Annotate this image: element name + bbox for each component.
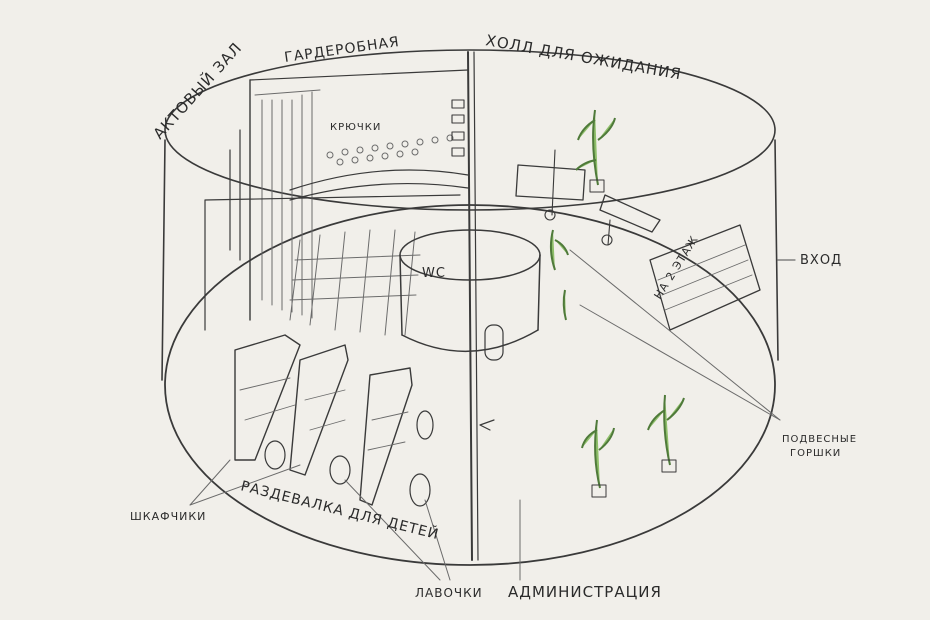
cloakroom-area xyxy=(229,69,469,321)
assembly-hall-label: АКТОВЫЙ ЗАЛ xyxy=(149,38,246,143)
hall-wall xyxy=(204,194,461,331)
hall-chairs xyxy=(289,229,421,336)
hooks-label: КРЮЧКИ xyxy=(330,122,381,133)
benches xyxy=(264,410,434,507)
hanging-pots-label-1: ПОДВЕСНЫЕ xyxy=(782,434,857,445)
hanging-pots-label-2: ГОРШКИ xyxy=(790,448,841,459)
waiting-hall-label: ХОЛЛ ДЛЯ ОЖИДАНИЯ xyxy=(484,31,683,83)
wc-label: WC xyxy=(422,266,446,281)
benches-label: ЛАВОЧКИ xyxy=(415,586,483,600)
administration-label: АДМИНИСТРАЦИЯ xyxy=(508,583,662,601)
waiting-sofas xyxy=(515,164,661,233)
floor-lamps xyxy=(544,149,613,246)
wc-room xyxy=(399,229,541,361)
lockers-label: ШКАФЧИКИ xyxy=(130,510,206,523)
stairs xyxy=(649,224,761,331)
lockers xyxy=(234,334,413,506)
potted-plants xyxy=(549,109,685,498)
cloakroom-label: ГАРДЕРОБНАЯ xyxy=(283,34,400,66)
leader-lines xyxy=(189,249,796,581)
dividing-wall xyxy=(467,51,495,561)
entrance-label: ВХОД xyxy=(800,253,842,268)
